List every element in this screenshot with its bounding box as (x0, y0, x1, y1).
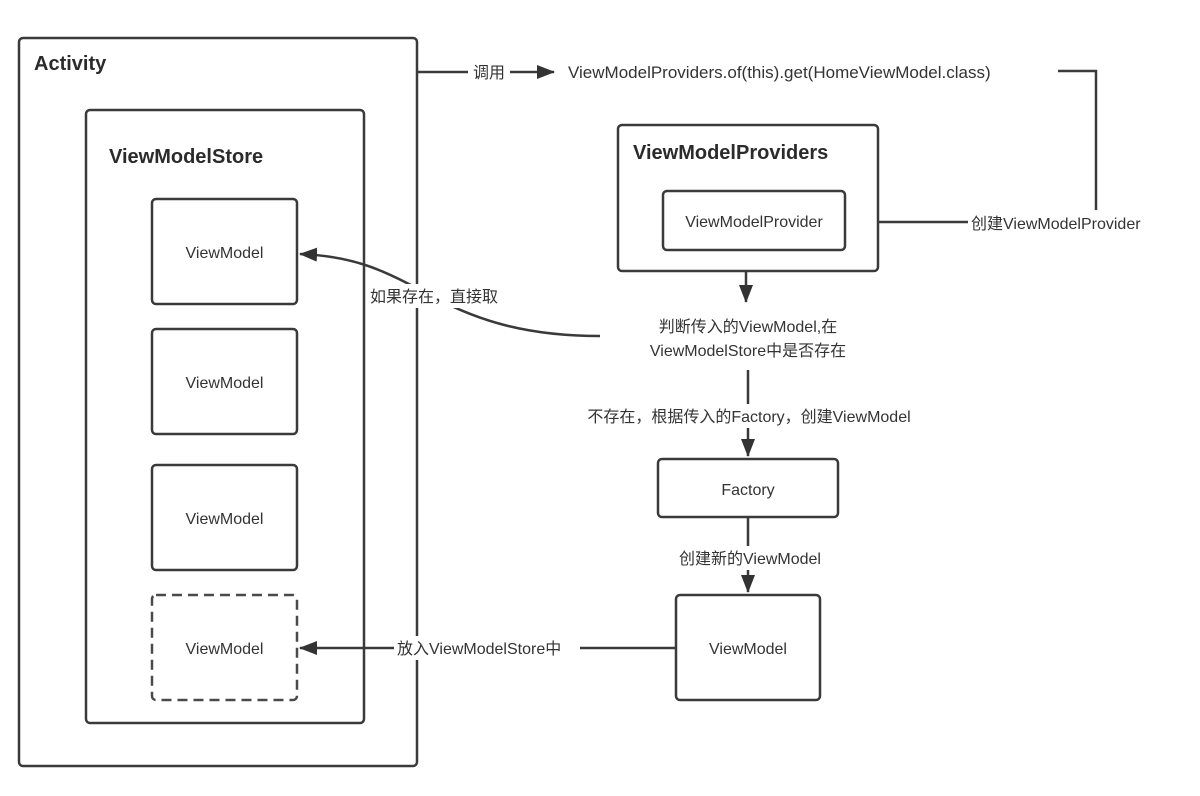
store-item-box (150, 197, 299, 306)
edge-put-into-store-label: 放入ViewModelStore中 (397, 640, 561, 658)
store-item-new: ViewModel (150, 593, 299, 702)
edge-not-exists-label-bg (568, 404, 932, 428)
edge-call-label-bg (468, 62, 510, 82)
edge-create-provider: 创建ViewModelProvider (849, 69, 1162, 234)
edge-not-exists: 不存在，根据传入的Factory，创建ViewModel (568, 370, 932, 457)
edge-not-exists-label: 不存在，根据传入的Factory，创建ViewModel (587, 408, 910, 426)
viewmodelstore-title: ViewModelStore (109, 146, 263, 168)
check-line-2: ViewModelStore中是否存在 (650, 342, 846, 360)
edge-exists-take-label-bg (366, 284, 500, 308)
viewmodelprovider-box (661, 189, 847, 252)
edge-exists-take: 如果存在，直接取 (299, 247, 601, 338)
store-item: ViewModel (150, 197, 299, 306)
edge-exists-take-label: 如果存在，直接取 (370, 288, 498, 306)
factory-box (656, 457, 840, 519)
activity-title: Activity (34, 53, 107, 75)
store-item-box (150, 327, 299, 436)
edge-put-into-store-label-bg (394, 636, 580, 660)
new-viewmodel-node: ViewModel (674, 593, 822, 702)
edge-call-label: 调用 (473, 64, 505, 82)
edge-call: 调用 (418, 62, 555, 82)
check-line-1: 判断传入的ViewModel,在 (659, 318, 837, 336)
edge-create-provider-line (849, 69, 1098, 229)
edge-put-into-store: 放入ViewModelStore中 (299, 636, 676, 660)
edge-create-provider-label-bg (968, 210, 1162, 234)
viewmodelproviders-title: ViewModelProviders (633, 142, 828, 164)
factory-label: Factory (721, 482, 774, 499)
factory-node: Factory (656, 457, 840, 519)
viewmodelprovider-label: ViewModelProvider (685, 214, 823, 231)
store-item-label: ViewModel (186, 511, 264, 528)
store-item-box (150, 463, 299, 572)
check-existence-node: 判断传入的ViewModel,在 ViewModelStore中是否存在 (650, 318, 846, 360)
viewmodelprovider-node: ViewModelProvider (661, 189, 847, 252)
store-item: ViewModel (150, 327, 299, 436)
store-item: ViewModel (150, 463, 299, 572)
edge-create-new-label: 创建新的ViewModel (679, 550, 821, 568)
new-viewmodel-label: ViewModel (709, 641, 787, 658)
edge-create-provider-label: 创建ViewModelProvider (971, 215, 1141, 233)
store-item-label: ViewModel (186, 245, 264, 262)
edge-create-new-label-bg (668, 546, 832, 570)
call-expression: ViewModelProviders.of(this).get(HomeView… (568, 63, 991, 82)
store-item-label: ViewModel (186, 375, 264, 392)
store-item-new-box (150, 593, 299, 702)
store-item-new-label: ViewModel (186, 641, 264, 658)
edge-create-new: 创建新的ViewModel (668, 518, 832, 593)
